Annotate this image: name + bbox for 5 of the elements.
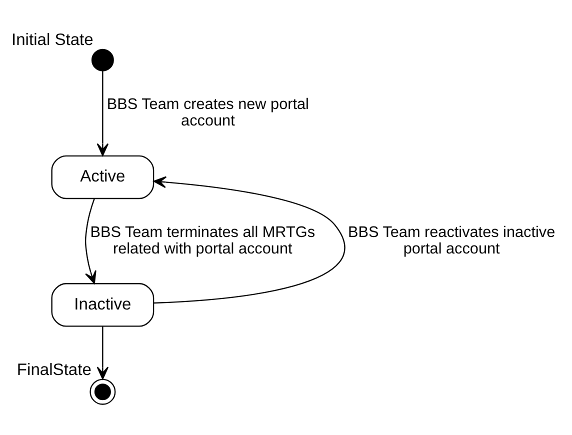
- edge-label: BBS Team creates new portal account: [106, 96, 309, 130]
- edge-label: BBS Team terminates all MRTGs related with portal account: [90, 223, 316, 257]
- node-label: Initial State: [11, 29, 94, 48]
- node-label: FinalState: [16, 359, 92, 378]
- edge-label: BBS Team reactivates inactive portal account: [348, 223, 556, 257]
